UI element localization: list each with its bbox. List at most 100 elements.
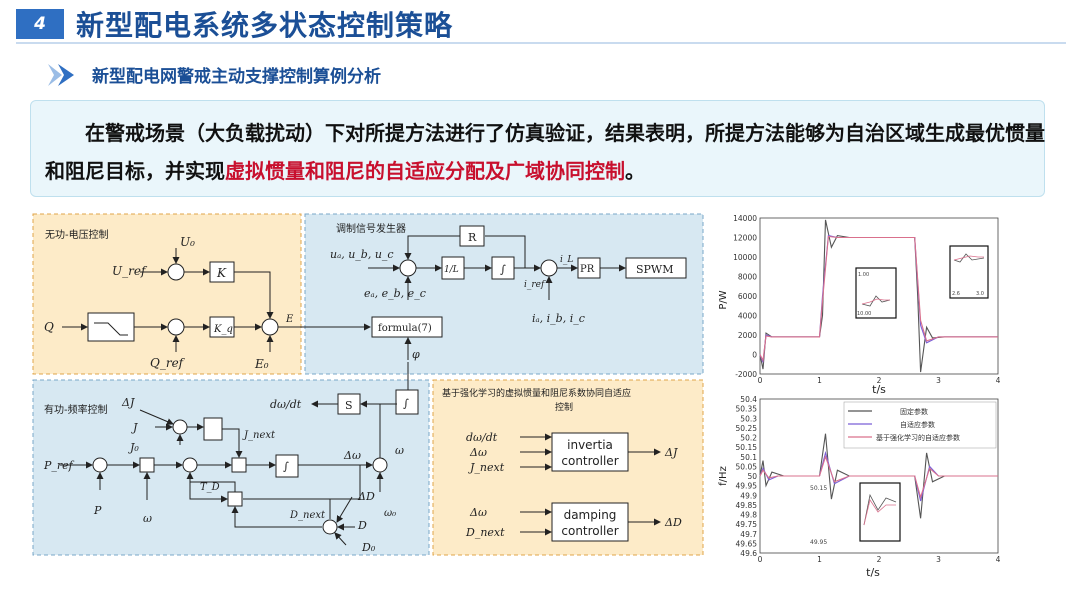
rl-input-dnext: D_next: [465, 526, 505, 539]
label-omega-bar: ω: [143, 512, 152, 525]
y-tick-label: 50.3: [740, 414, 757, 423]
reactive-panel-title: 无功-电压控制: [45, 228, 109, 241]
series-line-0: [759, 219, 998, 373]
gain-kq-label: K_q: [213, 324, 233, 335]
formula-label: formula(7): [378, 323, 432, 334]
frequency-inset-label: 49.95: [810, 539, 827, 546]
label-dd: ΔD: [357, 490, 375, 503]
label-phi: φ: [412, 348, 420, 361]
label-td: T_D: [200, 482, 220, 493]
summary-end: 。: [625, 159, 645, 183]
x-tick-label: 0: [758, 376, 763, 385]
y-tick-label: 50.2: [740, 434, 757, 443]
label-iref: i_ref: [524, 280, 546, 290]
label-uabc: uₐ, u_b, u_c: [330, 248, 394, 261]
y-tick-label: 14000: [733, 214, 757, 223]
rl-input-domega: Δω: [469, 446, 487, 459]
y-tick-label: 49.7: [740, 530, 757, 539]
rl-input-dwdt: dω/dt: [466, 431, 498, 444]
label-e0: E₀: [254, 357, 269, 371]
power-inset-1-label: 1.00: [858, 272, 869, 278]
label-j0: J₀: [128, 441, 139, 454]
reactive-power-panel: [32, 213, 302, 375]
frequency-legend: 固定参数 自适应参数 基于强化学习的自适应参数: [843, 401, 997, 449]
label-dnext: D_next: [289, 510, 326, 521]
y-tick-label: 50.4: [740, 395, 757, 404]
resistor-label: R: [468, 231, 477, 244]
label-iabc: iₐ, i_b, i_c: [532, 312, 585, 325]
label-qref: Q_ref: [150, 356, 186, 370]
frequency-ylabel: f/Hz: [718, 466, 729, 486]
inertia-label-1: invertia: [567, 438, 613, 452]
y-tick-label: 0: [752, 351, 757, 360]
sum-junction: [261, 318, 279, 336]
legend-label-rl: 基于强化学习的自适应参数: [876, 433, 960, 442]
x-tick-label: 4: [996, 376, 1001, 385]
inertia-controller-block: [551, 432, 629, 472]
page-title: 新型配电系统多状态控制策略: [76, 9, 454, 42]
legend-label-fixed: 固定参数: [900, 407, 928, 416]
signal-panel-title: 调制信号发生器: [336, 222, 406, 235]
x-tick-label: 2: [877, 376, 882, 385]
y-tick-label: 49.6: [740, 549, 757, 558]
integrator-block: [275, 454, 299, 478]
legend-box: [843, 401, 997, 449]
signal-generator-panel: [304, 213, 704, 375]
damping-controller-block: [551, 502, 629, 542]
integrator-label: ∫: [500, 263, 506, 276]
y-tick-label: 49.8: [740, 511, 757, 520]
y-tick-label: -2000: [735, 370, 757, 379]
y-tick-label: 10000: [733, 253, 757, 262]
sum-junction: [399, 259, 417, 277]
label-dj: ΔJ: [121, 396, 135, 409]
x-tick-label: 4: [996, 555, 1001, 564]
sum-junction: [322, 519, 338, 535]
label-omega0: ω₀: [384, 508, 396, 519]
power-xlabel: t/s: [872, 383, 886, 396]
label-dwdt: dω/dt: [270, 398, 302, 411]
power-inset-1: [855, 267, 897, 319]
y-tick-label: 49.65: [736, 539, 758, 548]
rl-output-dj: ΔJ: [664, 446, 678, 459]
rl-panel-title-2: 控制: [555, 401, 573, 413]
y-tick-label: 50.35: [736, 405, 758, 414]
sum-junction: [372, 457, 388, 473]
power-inset-1-label: 10.00: [857, 311, 871, 317]
frequency-inset: [859, 482, 901, 542]
y-tick-label: 50.25: [736, 424, 758, 433]
section-number-badge: 4: [16, 9, 64, 39]
x-tick-label: 3: [936, 555, 941, 564]
spwm-label: SPWM: [636, 263, 674, 276]
label-d0: D₀: [361, 541, 376, 554]
active-panel-title: 有功-频率控制: [44, 403, 108, 416]
label-q: Q: [44, 320, 54, 334]
y-tick-label: 2000: [738, 331, 757, 340]
y-tick-label: 50.15: [736, 443, 758, 452]
label-domega: Δω: [343, 449, 361, 462]
series-line-2: [759, 235, 998, 363]
gain-k-label: K: [216, 266, 227, 280]
label-j: J: [131, 421, 138, 434]
multiplier-block: [231, 457, 247, 473]
rl-input-jnext: J_next: [468, 461, 505, 474]
legend-label-adaptive: 自适应参数: [900, 420, 935, 429]
summary-box: [30, 100, 1045, 197]
inductance-label: 1/L: [444, 265, 459, 275]
frequency-chart: 49.649.6549.749.7549.849.8549.949.955050…: [718, 395, 1001, 579]
x-tick-label: 1: [817, 555, 822, 564]
label-e: E: [285, 314, 294, 325]
limiter-icon: [94, 322, 128, 336]
label-d: D: [357, 519, 367, 532]
series-line-1: [759, 450, 998, 502]
y-tick-label: 4000: [738, 312, 757, 321]
x-tick-label: 0: [758, 555, 763, 564]
limiter-block: [87, 312, 135, 342]
frequency-xlabel: t/s: [866, 566, 880, 579]
y-tick-label: 49.75: [736, 520, 758, 529]
power-inset-2-trace: [953, 253, 985, 263]
power-inset-2-label: 2.6: [952, 291, 960, 297]
section-subtitle: 新型配电网警戒主动支撑控制算例分析: [92, 67, 381, 87]
integrator-block: [395, 389, 419, 415]
